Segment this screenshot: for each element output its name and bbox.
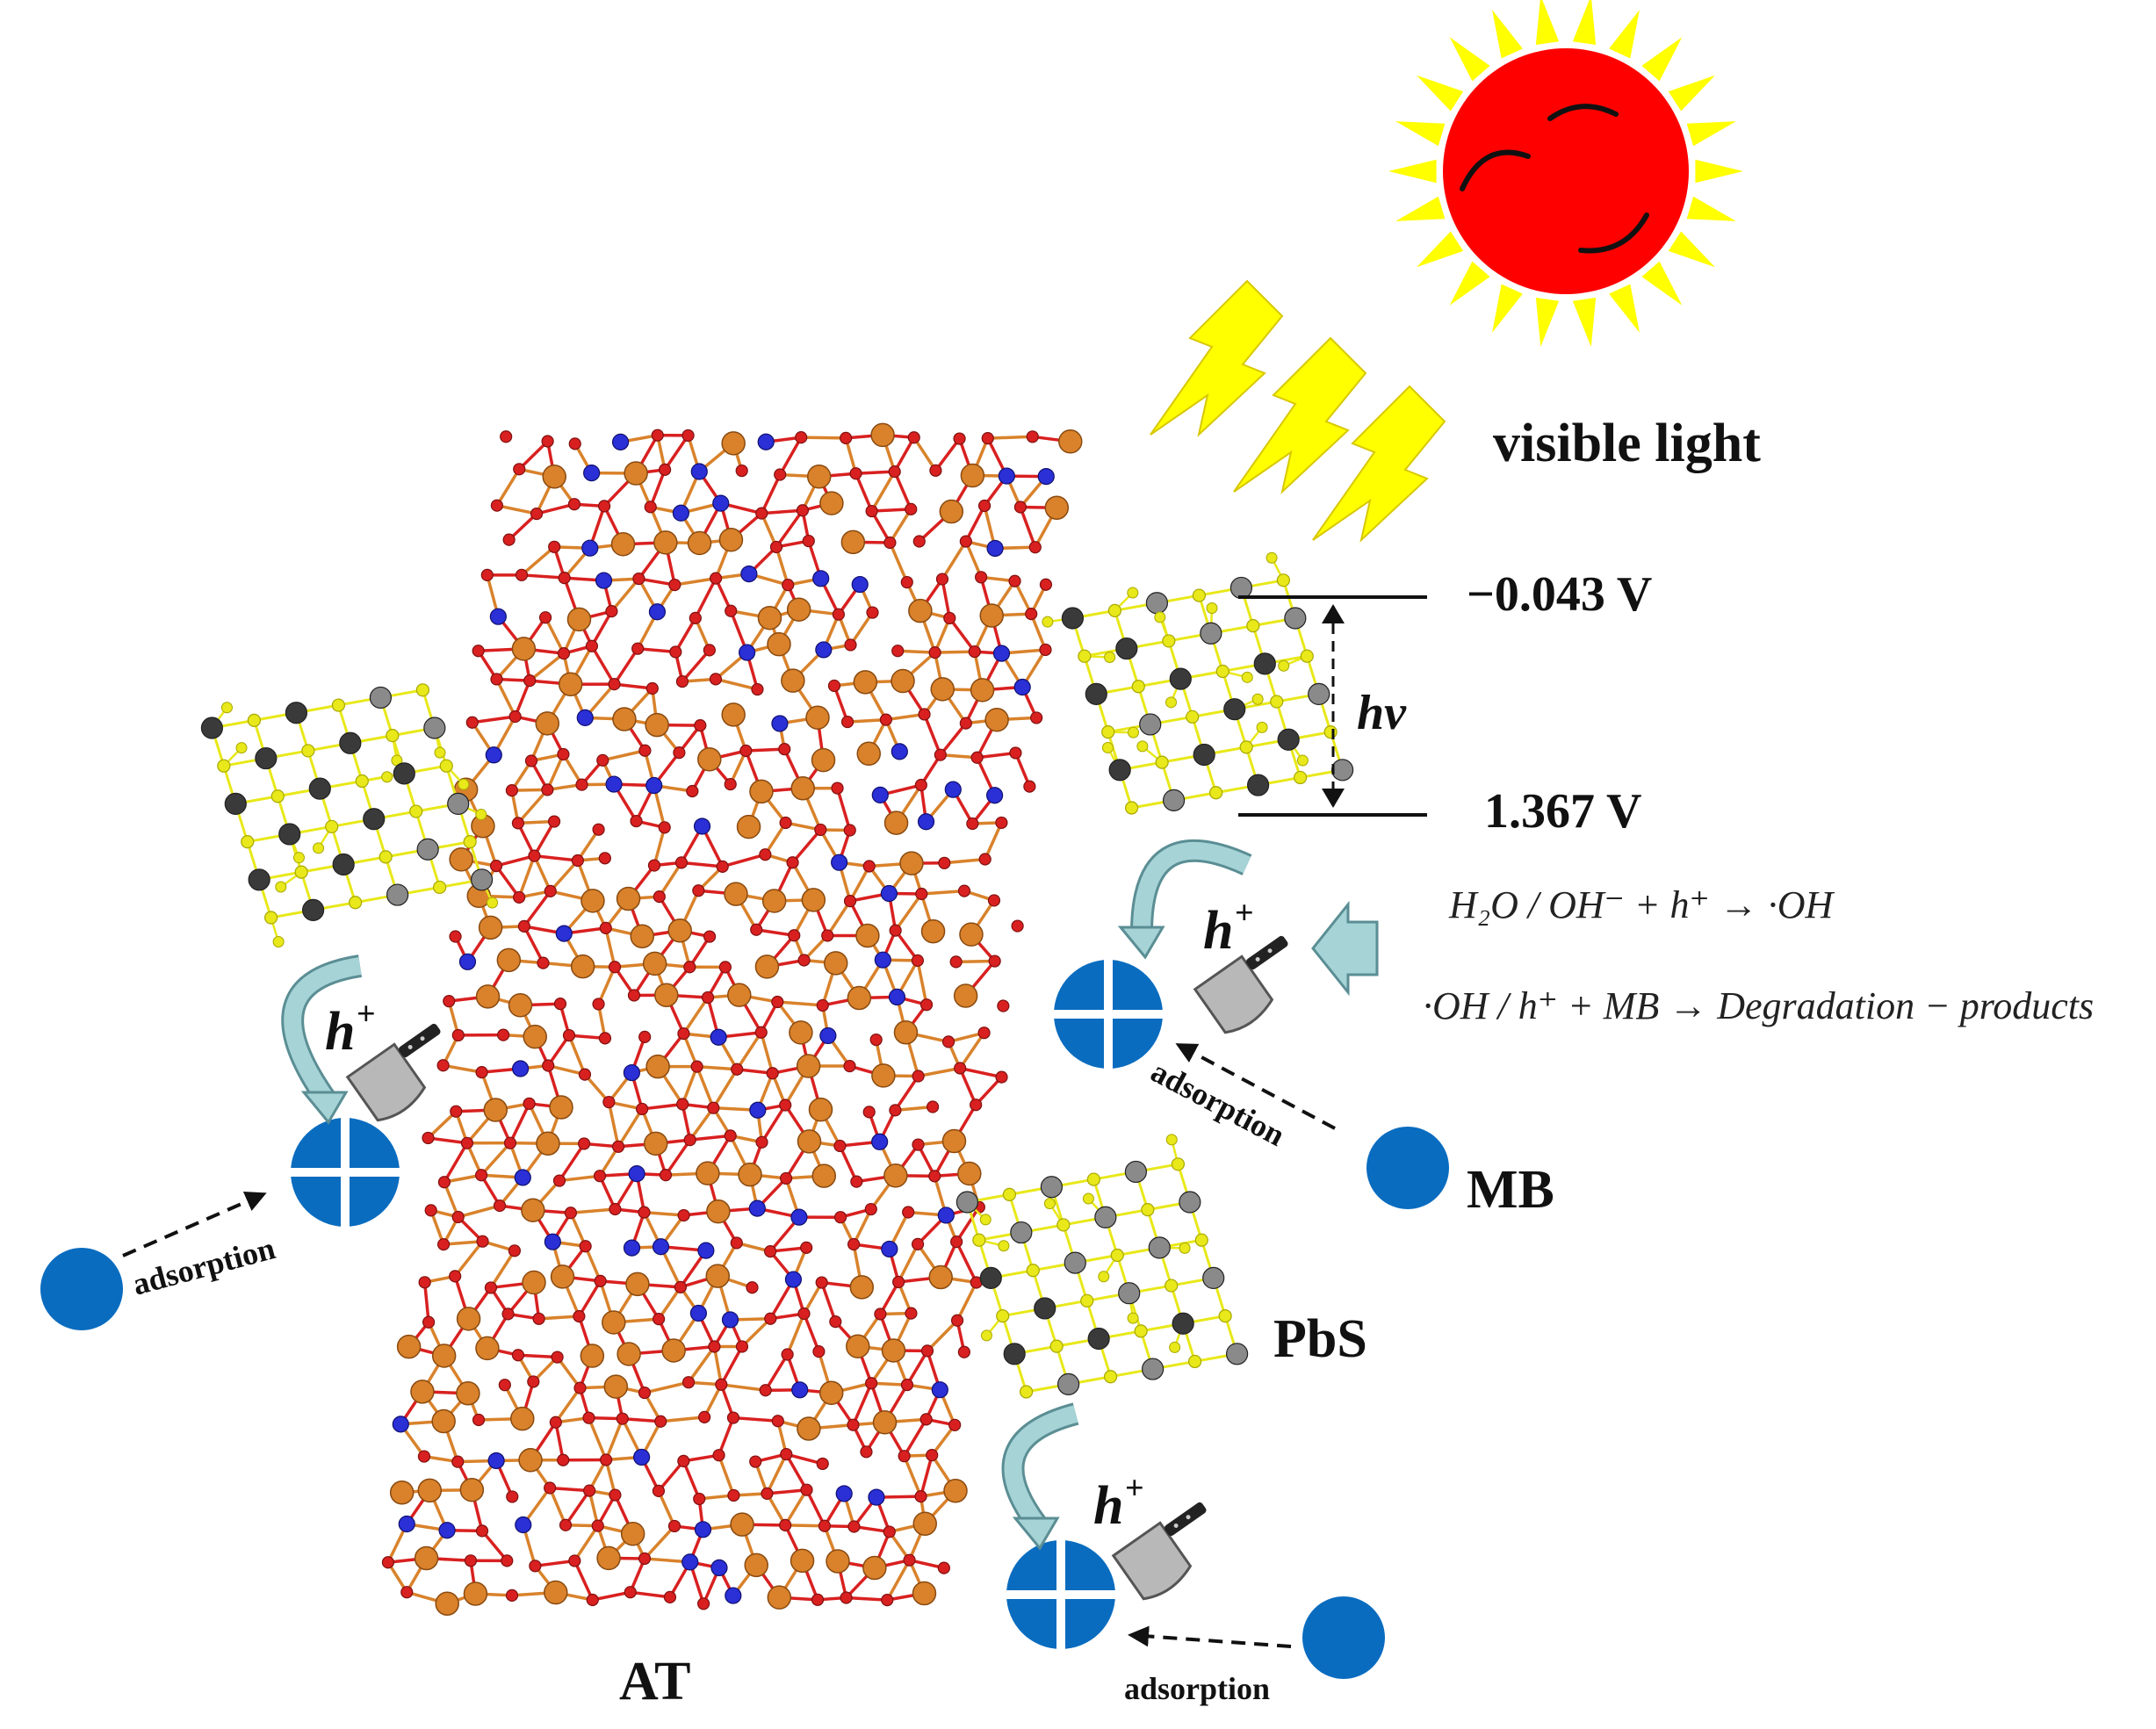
cb-potential-label: −0.043 V [1467,567,1652,622]
free-mb-icon [40,1248,123,1330]
pbs-label: PbS [1273,1309,1367,1369]
lightning-bolt-icon [1150,281,1282,435]
hole-charge-sup: + [357,996,376,1033]
adsorption-label: adsorption [1124,1671,1270,1706]
lightning-bolt-icon [1234,338,1366,492]
mb-label: MB [1467,1160,1554,1220]
hv-label: hv [1357,686,1407,740]
visible-light-label: visible light [1493,414,1761,473]
hole-charge-sup: + [1235,895,1254,932]
band-diagram: hv −0.043 V 1.367 V [1238,567,1652,839]
pbs-cluster-bottom [956,1135,1247,1398]
free-mb-icon [1366,1127,1449,1209]
sun-icon [1388,0,1743,347]
at-atoms [382,423,1081,1615]
equation-mb-degradation: ·OH / h⁺ + MB → Degradation − products [1423,984,2094,1027]
cleaver-icon [1114,1496,1232,1603]
hole-charge-sup: + [1125,1470,1144,1507]
pbs-cluster-right [1042,552,1353,814]
reaction-site-bottom: h+ adsorption [1006,1414,1385,1706]
free-mb-icon [1302,1596,1385,1679]
cleaver-icon [348,1018,466,1125]
equation-hydroxyl-formation: H₂O / OH⁻ + h⁺ → ·OH [1448,883,1835,926]
at-crystal-structure [382,423,1081,1615]
hole-label: h [325,1002,355,1062]
hole-label: h [1093,1476,1123,1536]
left-block-arrow [1313,904,1377,992]
lightning-bolts [1150,281,1445,540]
hole-label: h [1203,901,1233,961]
at-label: AT [619,1652,691,1711]
adsorption-label: adsorption [129,1230,279,1302]
pbs-cluster-left [201,684,497,947]
reaction-site-right: h+adsorption [1054,851,1449,1209]
vb-potential-label: 1.367 V [1484,784,1641,839]
sun-disk [1443,48,1689,294]
reaction-site-left: h+ adsorption [40,966,465,1330]
adsorption-arrow [1131,1635,1291,1646]
